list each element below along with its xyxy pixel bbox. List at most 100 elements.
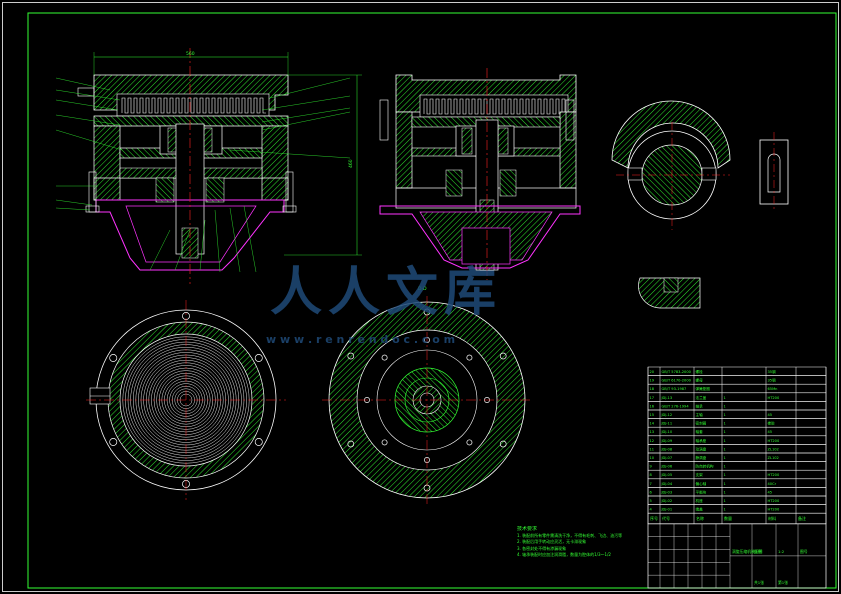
parts-cell: 10: [650, 456, 655, 460]
parts-cell: 机座: [696, 498, 704, 503]
parts-cell: GB/T 6170-2000: [662, 379, 692, 383]
parts-cell: JDJ-04: [661, 482, 673, 486]
parts-cell: JDJ-13: [661, 396, 673, 400]
parts-cell: 16: [650, 404, 655, 408]
parts-cell: HT200: [768, 439, 780, 443]
detail-cc-view: C-C: [611, 100, 789, 309]
parts-cell: 17: [650, 396, 655, 400]
top-plan-view: [86, 300, 286, 500]
parts-cell: 1: [724, 499, 726, 503]
notes-line: 1. 装配前所有零件需清洗干净，不得有毛刺、飞边、油污等: [517, 532, 623, 538]
parts-header-cell: 序号: [650, 515, 658, 521]
parts-cell: 20: [650, 370, 655, 374]
parts-cell: 1: [724, 404, 726, 408]
parts-cell: 6: [650, 490, 653, 494]
section-dd-view: D-D: [322, 286, 532, 504]
title-block-cell: 第1张: [778, 580, 788, 585]
parts-cell: 1: [724, 422, 726, 426]
parts-cell: 主轴: [696, 412, 704, 417]
parts-cell: 轴承: [696, 403, 704, 408]
parts-cell: 橡胶: [768, 421, 776, 426]
parts-cell: JDJ-05: [661, 473, 673, 477]
technical-notes: 技术要求 1. 装配前所有零件需清洗干净，不得有毛刺、飞边、油污等 2. 装配后…: [517, 526, 642, 559]
parts-cell: 13: [650, 430, 655, 434]
parts-cell: JDJ-02: [661, 499, 673, 503]
title-block-cell: 比例: [754, 549, 762, 554]
parts-header-cell: 材料: [768, 515, 776, 521]
parts-cell: 螺母: [696, 378, 704, 383]
parts-cell: 14: [650, 422, 655, 426]
parts-cell: JDJ-12: [661, 413, 673, 417]
parts-cell: 18: [650, 387, 655, 391]
parts-cell: 1: [724, 447, 726, 451]
parts-cell: ZL102: [768, 447, 779, 451]
parts-cell: ZL102: [768, 456, 779, 460]
dim-top-label: 560: [186, 51, 195, 57]
parts-cell: 螺栓: [696, 369, 704, 374]
parts-cell: 密封圈: [696, 421, 707, 426]
parts-cell: 支架: [696, 472, 704, 477]
parts-cell: 8: [650, 473, 653, 477]
parts-cell: 1: [724, 508, 726, 512]
parts-cell: HT200: [768, 499, 780, 503]
section-dd-label: D-D: [418, 286, 427, 292]
title-block-cell: 1:2: [778, 549, 785, 554]
parts-cell: JDJ-09: [661, 439, 673, 443]
parts-cell: HT200: [768, 473, 780, 477]
parts-cell: 静涡盘: [696, 455, 707, 460]
parts-cell: JDJ-11: [661, 422, 673, 426]
parts-cell: 4: [650, 508, 653, 512]
parts-cell: 1: [724, 473, 726, 477]
parts-cell: 35钢: [768, 369, 777, 374]
parts-cell: GB/T 93-1987: [662, 387, 687, 391]
title-block-cell: 共1张: [754, 580, 764, 585]
parts-cell: JDJ-03: [661, 490, 673, 494]
parts-cell: 15: [650, 413, 655, 417]
parts-cell: 弹簧垫圈: [696, 386, 711, 391]
parts-cell: 19: [650, 379, 655, 383]
parts-cell: 端盖: [696, 507, 704, 512]
parts-cell: 45: [768, 430, 773, 434]
parts-cell: 1: [724, 482, 726, 486]
parts-cell: JDJ-07: [661, 456, 673, 460]
parts-cell: HT200: [768, 508, 780, 512]
parts-cell: JDJ-01: [661, 508, 673, 512]
notes-line: 3. 各密封处不得有渗漏现象: [517, 545, 567, 551]
parts-cell: 9: [650, 465, 653, 469]
parts-header-cell: 名称: [696, 515, 704, 521]
parts-cell: 偏心轴: [696, 481, 707, 486]
notes-line: 2. 装配后用手转动应灵活，无卡滞现象: [517, 539, 587, 545]
parts-cell: 5: [650, 499, 652, 503]
parts-cell: JDJ-10: [661, 430, 673, 434]
title-block-cell: 涡旋压缩机装配图: [732, 549, 763, 554]
parts-cell: 1: [724, 456, 726, 460]
parts-cell: 35钢: [768, 378, 777, 383]
parts-cell: 动涡盘: [696, 446, 707, 451]
parts-cell: 1: [724, 396, 726, 400]
parts-header-cell: 代号: [662, 515, 670, 521]
parts-cell: 45: [768, 413, 773, 417]
parts-cell: 轴承座: [696, 438, 707, 443]
parts-cell: 11: [650, 447, 655, 451]
inner-frame: [27, 12, 837, 589]
parts-cell: GB/T 5783-2000: [662, 370, 692, 374]
parts-cell: 40Cr: [768, 482, 777, 486]
parts-cell: 45: [768, 490, 773, 494]
title-block-cell: 图号: [800, 549, 808, 554]
notes-title: 技术要求: [517, 526, 538, 532]
parts-cell: 1: [724, 465, 726, 469]
parts-cell: 法兰盖: [696, 395, 707, 400]
parts-cell: JDJ-06: [661, 465, 673, 469]
notes-line: 4. 轴承装配时应加注润滑脂，数量为腔体的1/3～1/2: [517, 552, 611, 558]
parts-cell: 平衡块: [696, 489, 707, 494]
parts-cell: 12: [650, 439, 655, 443]
parts-header-cell: 备注: [798, 515, 806, 521]
front-section-view: 560 460: [55, 48, 362, 284]
parts-cell: 防自转机构: [696, 464, 714, 469]
parts-cell: 1: [724, 439, 726, 443]
parts-cell: 1: [724, 430, 726, 434]
